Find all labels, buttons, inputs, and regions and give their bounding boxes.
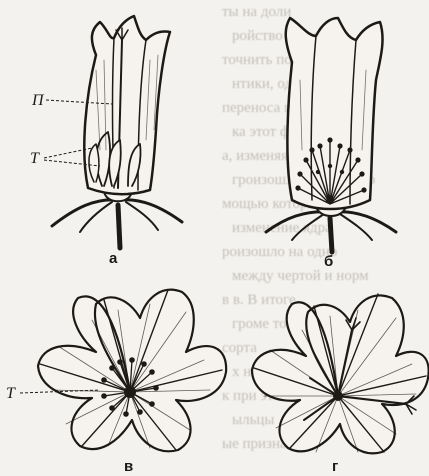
background-text-line: ыльцы (232, 412, 275, 428)
panel-label-a: а (109, 250, 118, 267)
panel-v-open-flower (38, 290, 226, 452)
background-text-line: а, изменяя (222, 148, 288, 164)
panel-label-v: в (124, 458, 133, 475)
background-text-line: ты на доли (222, 4, 291, 20)
callout-stamen-label-a: Т (30, 150, 40, 167)
background-text-line: сорта (222, 340, 257, 356)
panel-label-g: г (332, 458, 338, 475)
panel-label-b: б (324, 253, 333, 270)
callout-stamen-label-v: Т (6, 385, 16, 402)
background-text-line: между чертой и норм (232, 268, 369, 284)
callout-petal-label-a: П (31, 92, 45, 109)
background-text-line: в в. В итоге (222, 292, 296, 308)
panel-a-bellflower (52, 16, 182, 248)
background-text-line: роизошло на одно (222, 244, 337, 260)
